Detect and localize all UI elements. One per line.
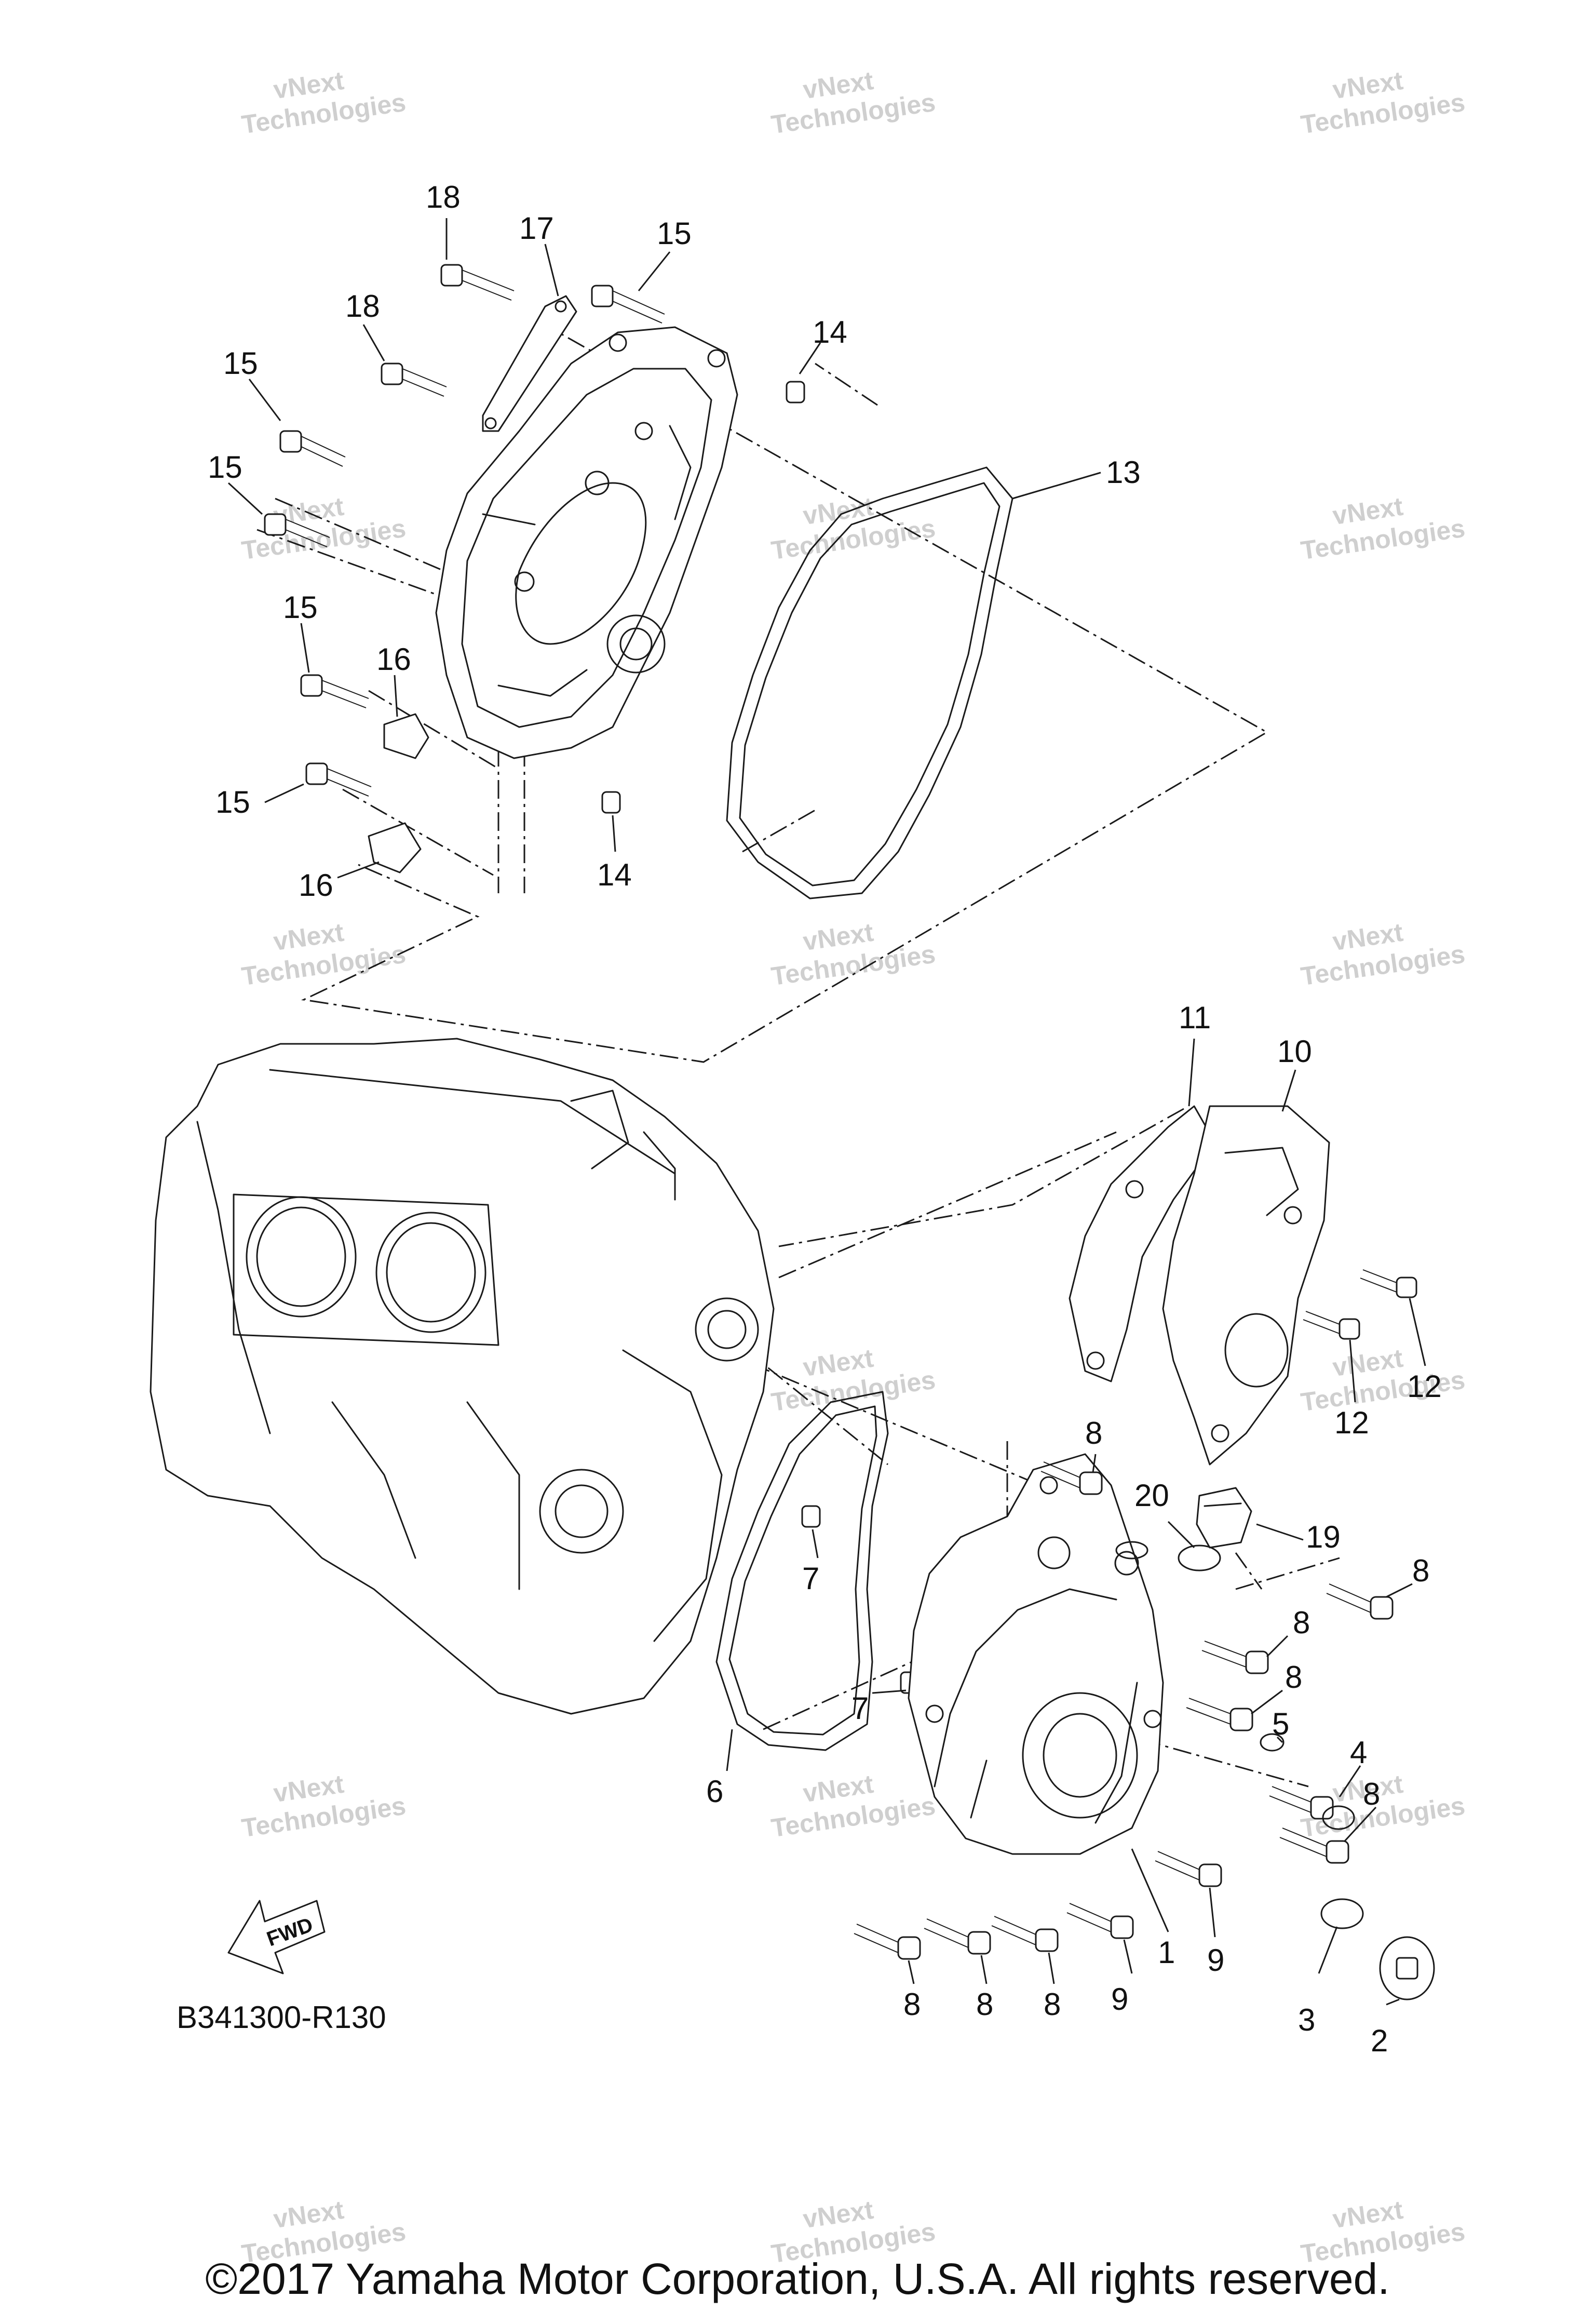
oil-filler-cap: [1196, 1487, 1252, 1549]
plug: [1379, 1936, 1435, 2000]
callout-2: 2: [1371, 2023, 1388, 2058]
callout-1: 1: [1158, 1935, 1175, 1970]
callout-8: 8: [976, 1987, 993, 2022]
clamp: [368, 822, 422, 874]
crankcase: [150, 1038, 775, 1715]
bolt: [1186, 1698, 1253, 1731]
bolt: [1326, 1583, 1394, 1620]
bolt: [279, 430, 346, 467]
callout-18: 18: [426, 180, 461, 214]
callout-3: 3: [1298, 2003, 1315, 2037]
callout-15: 15: [657, 216, 692, 251]
o-ring: [1320, 1898, 1364, 1929]
o-ring: [1178, 1544, 1221, 1571]
bolt: [305, 762, 372, 797]
callout-18: 18: [345, 289, 380, 324]
callout-8: 8: [1085, 1416, 1102, 1450]
callout-16: 16: [299, 868, 333, 903]
bolt: [1279, 1828, 1349, 1864]
clutch-cover-assembly: [435, 295, 1013, 899]
dowel-pin: [801, 1505, 821, 1528]
gasket: [726, 466, 1013, 899]
bolt: [854, 1924, 921, 1960]
callout-15: 15: [223, 346, 258, 381]
o-ring: [1115, 1541, 1148, 1560]
lower-fasteners: [854, 1269, 1435, 2000]
callout-19: 19: [1306, 1520, 1341, 1554]
bolt: [1360, 1269, 1417, 1298]
callout-13: 13: [1106, 455, 1141, 490]
callout-8: 8: [1285, 1660, 1302, 1695]
callout-4: 4: [1350, 1735, 1367, 1770]
callout-16: 16: [376, 642, 411, 677]
bolt: [264, 513, 330, 547]
bolt: [440, 264, 515, 301]
callout-8: 8: [1412, 1553, 1429, 1588]
dowel-pin: [601, 791, 621, 814]
bolt: [1040, 1461, 1103, 1495]
callout-17: 17: [519, 211, 554, 246]
gasket: [715, 1391, 889, 1751]
callout-8: 8: [1293, 1605, 1310, 1640]
callout-labels: 18 17 15 14 18 15 15 13 15 16 15 16 14 1…: [208, 180, 1442, 2058]
callout-7: 7: [802, 1561, 819, 1596]
dowel-pin: [786, 381, 805, 404]
bolt: [591, 285, 665, 324]
generator-cover: [908, 1453, 1164, 1855]
bolt: [1201, 1641, 1269, 1674]
sprocket-cover: [1162, 1105, 1330, 1466]
callout-14: 14: [597, 857, 632, 892]
bolt: [381, 362, 447, 397]
callout-12: 12: [1407, 1369, 1442, 1404]
callout-15: 15: [215, 785, 250, 820]
callout-8: 8: [1044, 1987, 1061, 2022]
callout-15: 15: [208, 450, 242, 485]
o-ring: [1322, 1805, 1355, 1830]
copyright-notice: ©2017 Yamaha Motor Corporation, U.S.A. A…: [205, 2254, 1390, 2303]
callout-15: 15: [283, 590, 318, 625]
callout-6: 6: [706, 1774, 723, 1809]
clutch-cover: [435, 326, 738, 759]
callout-10: 10: [1277, 1034, 1312, 1069]
callout-14: 14: [813, 315, 847, 350]
sprocket-cover-group: [1069, 1105, 1330, 1466]
callout-7: 7: [851, 1691, 869, 1726]
callout-8: 8: [903, 1987, 921, 2022]
cable-holder: [482, 295, 577, 432]
bolt: [1066, 1903, 1134, 1939]
bolt: [300, 674, 369, 708]
callout-9: 9: [1111, 1982, 1128, 2017]
bolt: [1303, 1311, 1360, 1340]
upper-bolts: [264, 264, 665, 874]
bolt: [924, 1918, 991, 1955]
washer: [1260, 1733, 1285, 1752]
fwd-arrow: FWD: [227, 1900, 326, 1974]
bolt: [1155, 1851, 1222, 1887]
leader-lines: [227, 218, 1426, 2006]
callout-12: 12: [1334, 1405, 1369, 1440]
bolt: [991, 1916, 1059, 1952]
clamp: [383, 713, 429, 759]
callout-20: 20: [1134, 1478, 1169, 1513]
reference-code: B341300-R130: [177, 2000, 386, 2035]
callout-5: 5: [1272, 1707, 1289, 1741]
callout-11: 11: [1179, 1000, 1211, 1035]
callout-8: 8: [1363, 1777, 1380, 1811]
callout-9: 9: [1207, 1943, 1224, 1978]
